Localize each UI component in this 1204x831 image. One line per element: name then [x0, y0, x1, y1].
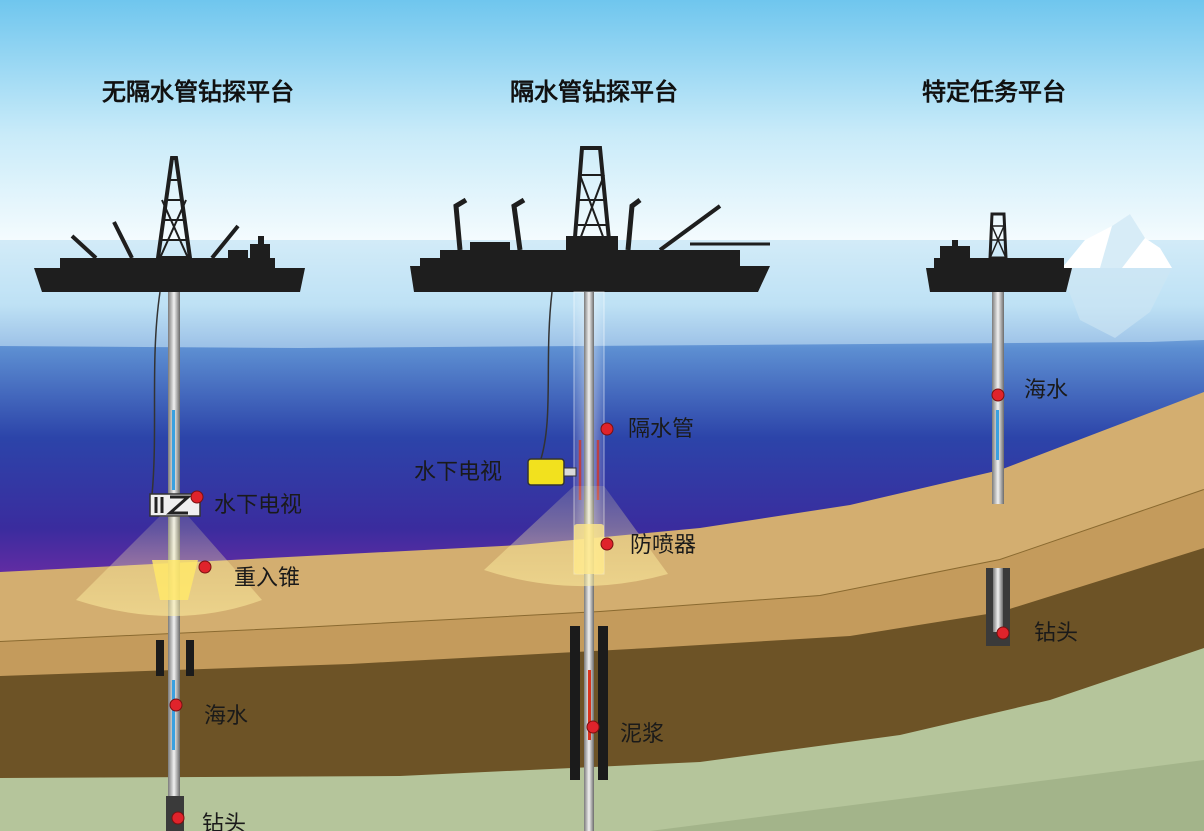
- markers: [169, 388, 1010, 825]
- marker-tv-1: [190, 490, 204, 504]
- platform-1-casing-right: [186, 640, 194, 676]
- label-riser: 隔水管: [628, 417, 695, 442]
- marker-riser: [600, 422, 614, 436]
- basement-shade: [650, 760, 1204, 831]
- basement-layer: [0, 648, 1204, 831]
- label-mud: 泥浆: [620, 722, 665, 747]
- platform-2-casing-left: [570, 626, 580, 780]
- label-reentry-cone: 重入锥: [234, 566, 301, 591]
- platform-2-mud-flow-lower: [588, 670, 591, 740]
- sky: [0, 0, 1204, 245]
- platform-2-bop: [574, 524, 604, 574]
- platform-1-casing-left: [156, 640, 164, 676]
- platform-2-vessel: [410, 146, 770, 292]
- marker-seawater-3: [991, 388, 1005, 402]
- label-seawater-1: 海水: [204, 704, 249, 729]
- platform-2-tv-cable: [539, 291, 553, 463]
- marker-bop: [600, 537, 614, 551]
- marker-seawater-1: [169, 698, 183, 712]
- label-bop: 防喷器: [630, 533, 697, 558]
- marker-bit-1: [171, 811, 185, 825]
- platform-1-flow-down: [172, 410, 175, 490]
- platform-1-tv-cable: [151, 291, 161, 496]
- iceberg-shade: [1100, 214, 1145, 268]
- label-tv-1: 水下电视: [214, 493, 303, 518]
- label-bit-1: 钻头: [202, 812, 247, 831]
- platform-2-title: 隔水管钻探平台: [510, 78, 678, 106]
- marker-bit-3: [996, 626, 1010, 640]
- iceberg-underwater: [1060, 268, 1172, 338]
- platform-1-reentry-cone: [152, 560, 198, 600]
- platform-3-flow-down: [996, 410, 999, 460]
- platform-3-vessel: [926, 212, 1072, 292]
- label-tv-2: 水下电视: [414, 460, 503, 485]
- platform-2-casing-right: [598, 626, 608, 780]
- platform-1-vessel: [34, 156, 305, 292]
- platform-1-flow-down-lower: [172, 680, 175, 750]
- marker-reentry-cone: [198, 560, 212, 574]
- label-seawater-3: 海水: [1024, 378, 1069, 403]
- marker-mud: [586, 720, 600, 734]
- label-bit-3: 钻头: [1034, 621, 1079, 646]
- platform-3-title: 特定任务平台: [922, 78, 1066, 106]
- platform-1-title: 无隔水管钻探平台: [102, 78, 294, 106]
- platform-1-tv-frame: [149, 493, 201, 517]
- platform-3-drill-string-lower: [993, 568, 1003, 632]
- platform-2-tv-camera: [527, 458, 577, 486]
